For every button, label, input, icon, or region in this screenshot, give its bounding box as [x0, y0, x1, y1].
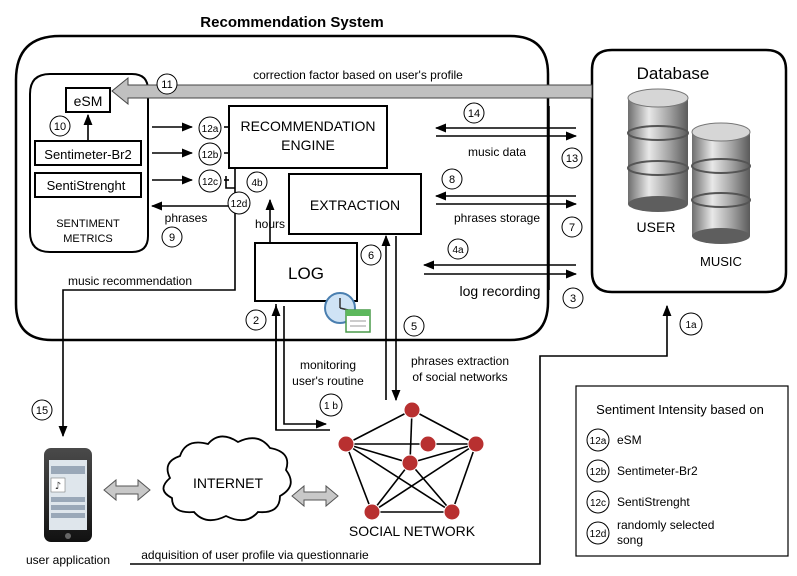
extraction-label: EXTRACTION — [310, 197, 400, 213]
user-database-label: USER — [637, 219, 676, 235]
legend-12c-badge — [586, 490, 610, 514]
database-frame — [590, 48, 788, 294]
legend-12a-id: 12a — [590, 436, 607, 447]
monitoring-label-1: monitoring — [300, 358, 356, 372]
music-recommendation-arrow — [58, 289, 218, 438]
step-6: 6 — [368, 250, 374, 262]
esm-box — [65, 87, 111, 113]
sentiment-metrics-label-2: METRICS — [63, 233, 113, 245]
recommendation-system-frame — [14, 34, 550, 342]
log-label: LOG — [288, 264, 324, 283]
step-8: 8 — [449, 174, 455, 186]
user-database-icon — [627, 88, 689, 212]
step-badges: 11 10 12a 12b 12c 12d 9 4b 14 13 8 7 6 4… — [31, 73, 703, 421]
legend-12a-text: eSM — [617, 433, 642, 447]
social-network-label: SOCIAL NETWORK — [349, 523, 476, 539]
sentiment-metrics-label-1: SENTIMENT — [56, 218, 120, 230]
step-3: 3 — [570, 293, 576, 305]
step-4a: 4a — [452, 245, 464, 256]
clock-calendar-icon — [324, 292, 371, 333]
music-recommendation-label: music recommendation — [68, 274, 192, 288]
phone-icon: ♪ — [44, 448, 92, 542]
step-11: 11 — [161, 79, 172, 91]
phrases-extraction-label-1: phrases extraction — [411, 354, 509, 368]
internet-cloud-icon — [162, 435, 292, 522]
step-12b: 12b — [202, 150, 219, 161]
step-12a: 12a — [202, 124, 219, 135]
database-title: Database — [637, 64, 710, 83]
legend-12d-id: 12d — [590, 529, 607, 540]
sentimeter-box — [34, 140, 142, 166]
internet-social-double-arrow — [291, 484, 339, 508]
social-node-1 — [403, 401, 421, 419]
phone-internet-double-arrow — [103, 478, 151, 502]
diagram-title: Recommendation System — [200, 14, 383, 31]
legend-12c-id: 12c — [590, 498, 606, 509]
legend-12d-badge — [586, 521, 610, 545]
legend-title: Sentiment Intensity based on — [596, 402, 764, 417]
music-database-label: MUSIC — [700, 254, 742, 269]
sentimeter-label: Sentimeter-Br2 — [44, 147, 131, 162]
hours-label: hours — [255, 217, 285, 231]
phrases-storage-label: phrases storage — [454, 211, 540, 225]
internet-label: INTERNET — [193, 475, 263, 491]
legend-12b-badge — [586, 459, 610, 483]
user-application-label: user application — [26, 553, 110, 567]
legend-12b-text: Sentimeter-Br2 — [617, 464, 698, 478]
step-1a: 1a — [685, 320, 697, 331]
phrases-label: phrases — [165, 211, 208, 225]
social-node-4 — [419, 435, 437, 453]
phrases-extraction-label-2: of social networks — [412, 370, 507, 384]
legend-12c-text: SentiStrenght — [617, 495, 690, 509]
step-9: 9 — [169, 232, 175, 244]
arrow-12d-connector — [225, 176, 235, 189]
correction-factor-arrow — [111, 76, 593, 106]
social-network-graph — [345, 409, 477, 513]
log-box — [254, 242, 358, 302]
step-15: 15 — [36, 405, 48, 417]
legend-12d-text-1: randomly selected — [617, 518, 714, 532]
step-14: 14 — [468, 108, 480, 120]
legend-box — [575, 385, 789, 557]
social-node-7 — [443, 503, 461, 521]
questionnaire-arrow — [130, 304, 672, 565]
monitoring-label-2: user's routine — [292, 374, 364, 388]
monitoring-arrow-right — [283, 306, 328, 429]
recommendation-engine-label-2: ENGINE — [281, 137, 335, 153]
step-13: 13 — [566, 153, 578, 165]
step-10: 10 — [54, 121, 66, 133]
social-node-5 — [401, 454, 419, 472]
step-1b: 1 b — [324, 401, 338, 412]
step-4b: 4b — [251, 178, 263, 189]
sentistrenght-box — [34, 172, 142, 198]
legend-12d-text-2: song — [617, 533, 643, 547]
questionnaire-label: adquisition of user profile via question… — [141, 548, 369, 562]
step-12c: 12c — [202, 177, 218, 188]
step-5: 5 — [411, 321, 417, 333]
correction-factor-label: correction factor based on user's profil… — [253, 68, 463, 82]
step-12d: 12d — [231, 199, 248, 210]
recommendation-engine-box — [228, 105, 388, 169]
step-7: 7 — [569, 222, 575, 234]
log-recording-label: log recording — [460, 283, 541, 299]
social-node-6 — [363, 503, 381, 521]
legend-12a-badge — [586, 428, 610, 452]
music-database-icon — [691, 122, 751, 244]
music-data-label: music data — [468, 145, 526, 159]
step-2: 2 — [253, 315, 259, 327]
social-node-2 — [337, 435, 355, 453]
social-node-3 — [467, 435, 485, 453]
recommendation-engine-label-1: RECOMMENDATION — [240, 118, 375, 134]
esm-label: eSM — [74, 93, 103, 109]
sentistrenght-label: SentiStrenght — [47, 178, 126, 193]
extraction-box — [288, 173, 422, 235]
legend-12b-id: 12b — [590, 467, 607, 478]
svg-text:♪: ♪ — [55, 481, 61, 492]
